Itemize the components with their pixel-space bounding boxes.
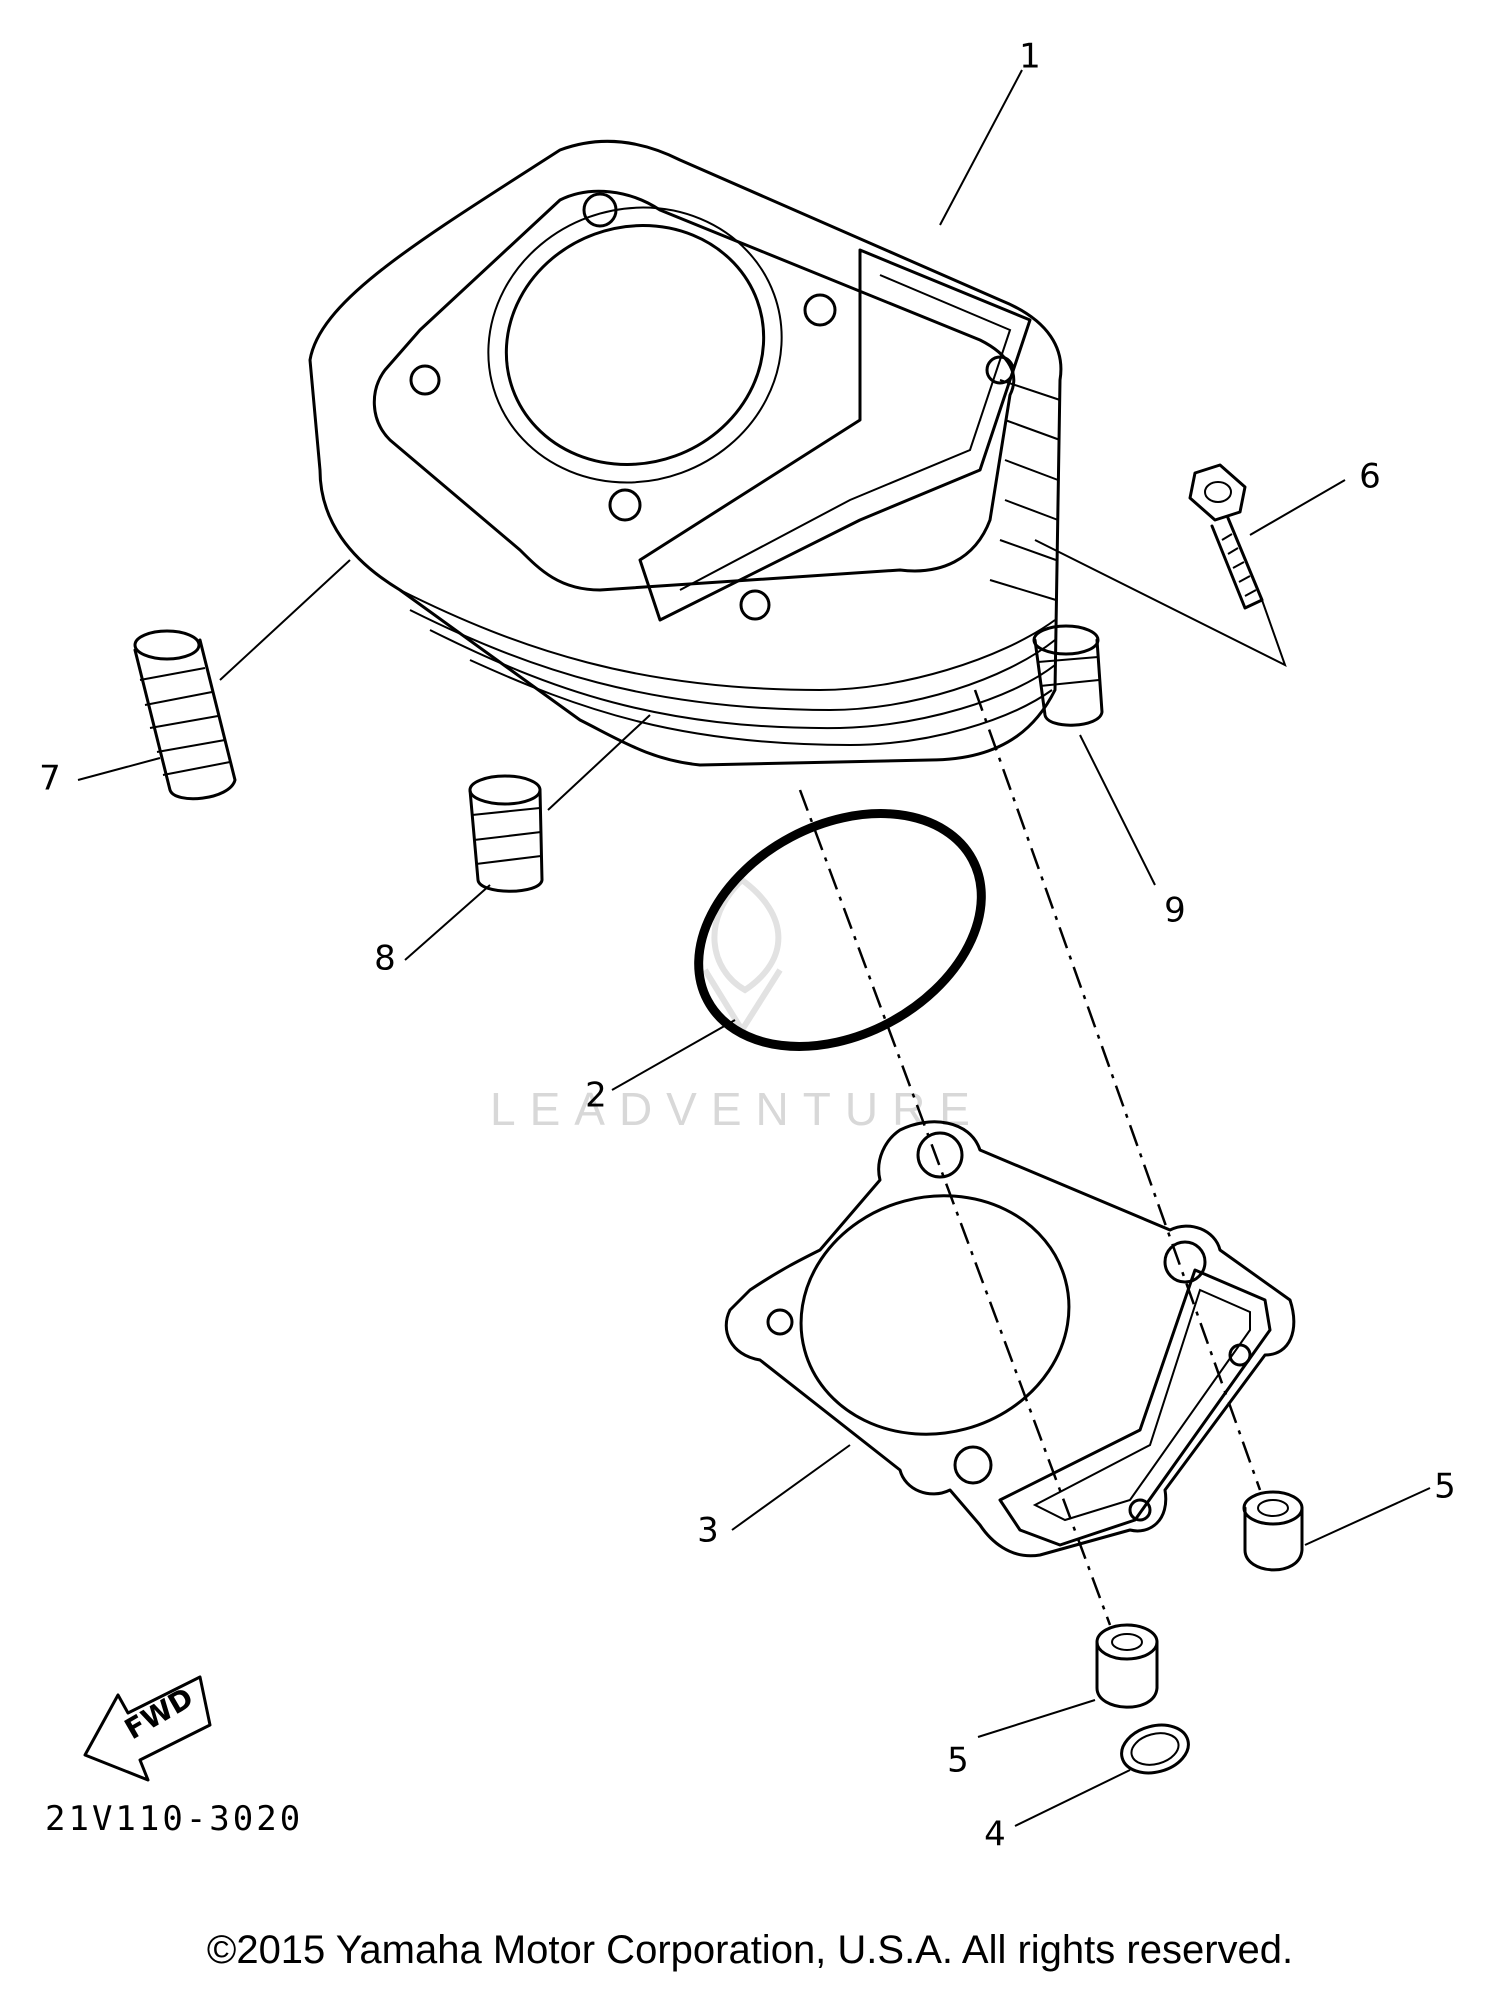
- callout-8: 8: [374, 939, 396, 979]
- leader-lines: [77, 69, 1431, 1827]
- copyright-notice: ©2015 Yamaha Motor Corporation, U.S.A. A…: [206, 1928, 1294, 1972]
- cylinder-gasket: [724, 1120, 1296, 1558]
- callout-2: 2: [585, 1076, 607, 1116]
- callout-4: 4: [984, 1815, 1006, 1855]
- cylinder: [308, 139, 1063, 767]
- callout-labels: 1 2 3 4 5 5 6 7 8 9: [39, 37, 1456, 1855]
- bolt: [1188, 463, 1264, 610]
- diagram-part-code: 21V110-3020: [45, 1799, 303, 1839]
- callout-6: 6: [1359, 457, 1381, 497]
- fwd-arrow: FWD: [83, 1675, 212, 1782]
- callout-3: 3: [697, 1511, 719, 1551]
- watermark: LEADVENTURE: [490, 876, 984, 1135]
- watermark-text: LEADVENTURE: [490, 1083, 984, 1135]
- dowel-pin-right: [1242, 1490, 1304, 1572]
- stud-bolt-right: [1032, 624, 1104, 727]
- callout-5-right: 5: [1434, 1467, 1456, 1507]
- callout-1: 1: [1019, 37, 1041, 77]
- dowel-pin-left: [1095, 1623, 1159, 1709]
- o-ring: [694, 809, 986, 1051]
- assembly-lines: [798, 539, 1287, 1626]
- callout-9: 9: [1164, 891, 1186, 931]
- callout-7: 7: [39, 759, 61, 799]
- stud-bolt-long: [133, 629, 237, 801]
- stud-bolt-left: [468, 774, 544, 893]
- callout-5-left: 5: [947, 1741, 969, 1781]
- small-o-ring: [1120, 1723, 1190, 1775]
